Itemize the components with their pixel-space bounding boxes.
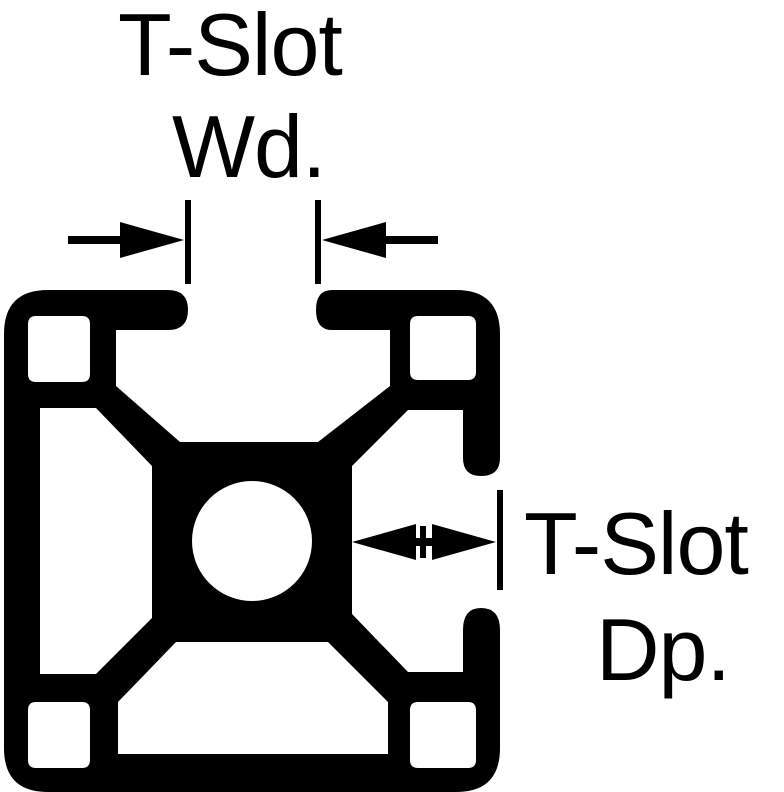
- depth-double-arrow: [352, 524, 496, 560]
- width-arrow-left: [68, 222, 184, 258]
- width-label-line2: Wd.: [172, 97, 326, 196]
- depth-label-line1: T-Slot: [524, 494, 749, 593]
- width-extension-line-left: [185, 200, 191, 284]
- width-label-line1: T-Slot: [118, 0, 343, 94]
- depth-label-line2: Dp.: [596, 600, 731, 699]
- width-extension-line-right: [315, 200, 321, 284]
- depth-extension-line: [497, 490, 503, 590]
- width-arrow-right: [322, 222, 438, 258]
- center-bore: [192, 481, 312, 601]
